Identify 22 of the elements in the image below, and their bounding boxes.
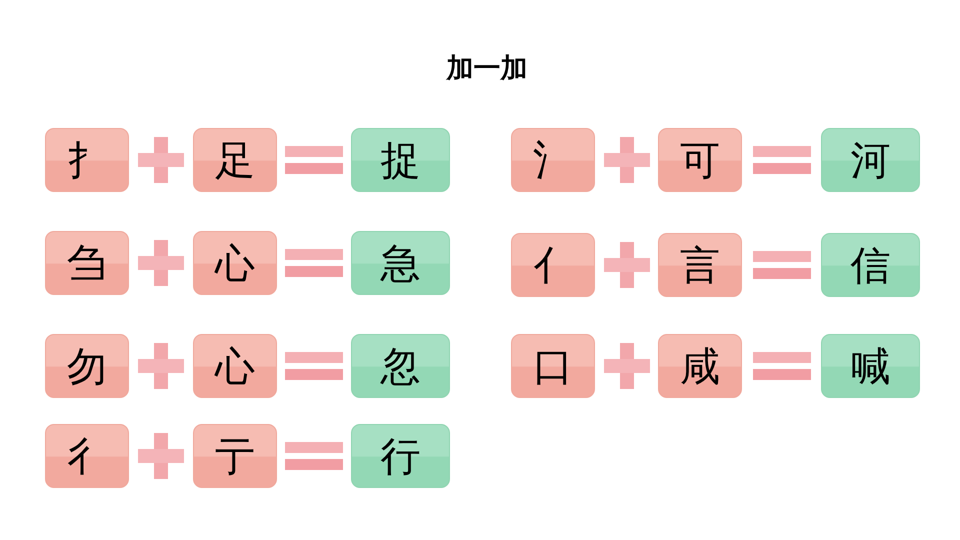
component-box: 氵 [511, 128, 595, 192]
component-box: 足 [193, 128, 277, 192]
component-box: 可 [658, 128, 742, 192]
result-character-box: 信 [821, 233, 920, 297]
component-box: 扌 [45, 128, 129, 192]
component-box: 彳 [45, 424, 129, 488]
title: 加一加 [445, 52, 528, 86]
result-character-box: 急 [351, 231, 450, 295]
component-box: 亻 [511, 233, 595, 297]
result-character-box: 捉 [351, 128, 450, 192]
component-box: 刍 [45, 231, 129, 295]
component-box: 言 [658, 233, 742, 297]
result-character-box: 喊 [821, 334, 920, 398]
component-box: 心 [193, 231, 277, 295]
component-box: 勿 [45, 334, 129, 398]
result-character-box: 河 [821, 128, 920, 192]
component-box: 亍 [193, 424, 277, 488]
component-box: 口 [511, 334, 595, 398]
result-character-box: 忽 [351, 334, 450, 398]
result-character-box: 行 [351, 424, 450, 488]
component-box: 咸 [658, 334, 742, 398]
component-box: 心 [193, 334, 277, 398]
